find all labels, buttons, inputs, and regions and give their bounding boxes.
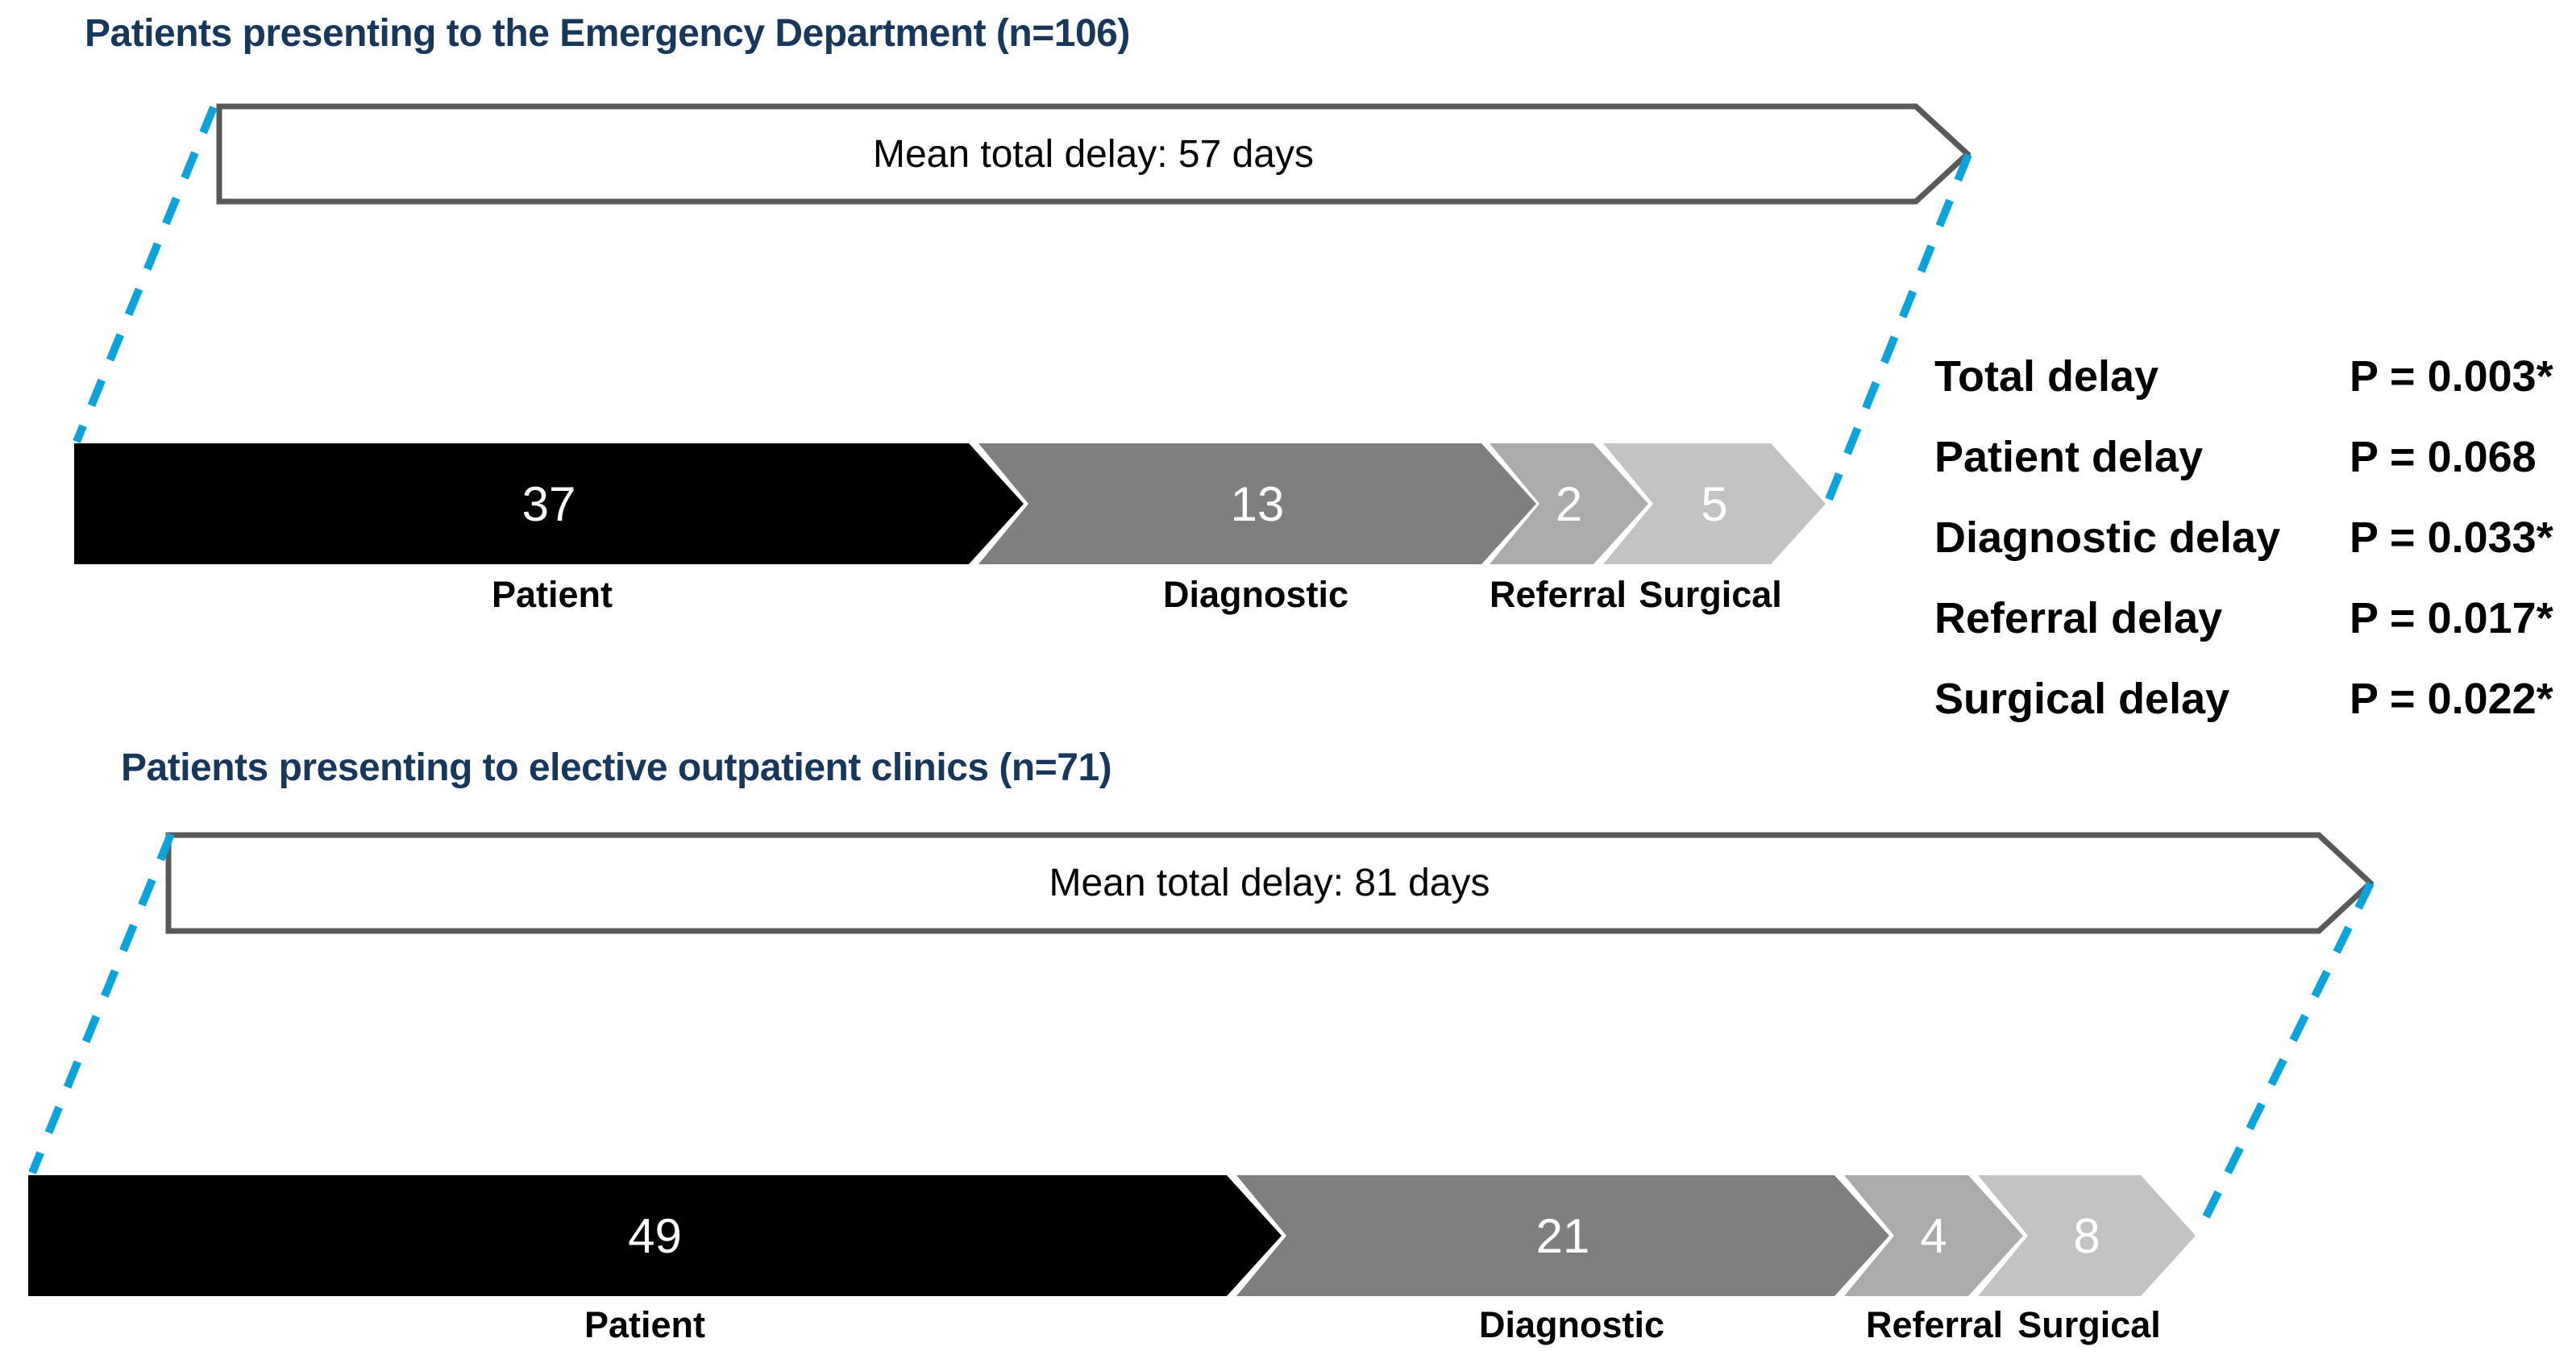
p-row-referral-label: Referral delay [1934, 594, 2223, 642]
section-1-total-delay-banner: Mean total delay: 57 days [216, 103, 1971, 205]
dashed-line-section2-left [28, 833, 175, 1174]
bar2-segment-patient: 49 [28, 1175, 1282, 1296]
dashed-line-section2-right [2195, 881, 2374, 1234]
section-1-banner-label: Mean total delay: 57 days [872, 132, 1314, 176]
bar2-label-diagnostic: Diagnostic [1478, 1304, 1665, 1345]
p-row-patient-label: Patient delay [1934, 433, 2204, 481]
section-2-total-delay-banner: Mean total delay: 81 days [165, 832, 2374, 934]
p-row-total-value: P = 0.003* [2350, 352, 2553, 401]
p-row-patient-value: P = 0.068 [2350, 433, 2537, 481]
bar2-referral-value: 4 [1920, 1208, 1947, 1263]
p-row-diagnostic-value: P = 0.033* [2350, 513, 2553, 562]
bar2-label-surgical: Surgical [2017, 1304, 2161, 1345]
section-1-title: Patients presenting to the Emergency Dep… [85, 12, 1130, 55]
p-row-diagnostic-label: Diagnostic delay [1934, 513, 2281, 562]
bar2-patient-value: 49 [628, 1208, 682, 1263]
bar1-patient-value: 37 [521, 476, 576, 531]
bar1-diagnostic-value: 13 [1230, 476, 1285, 531]
bar1-label-patient: Patient [491, 574, 613, 615]
p-row-surgical-value: P = 0.022* [2350, 675, 2553, 723]
bar2-surgical-value: 8 [2073, 1208, 2100, 1263]
bar2-diagnostic-value: 21 [1535, 1208, 1590, 1263]
p-row-surgical-label: Surgical delay [1934, 675, 2230, 723]
p-row-referral-value: P = 0.017* [2350, 594, 2553, 642]
bar2-label-referral: Referral [1865, 1304, 2004, 1345]
bar2-label-patient: Patient [584, 1304, 706, 1345]
bar2-segment-diagnostic: 21 [1236, 1175, 1889, 1296]
bar1-referral-value: 2 [1555, 476, 1583, 531]
section-2-banner-label: Mean total delay: 81 days [1049, 862, 1490, 904]
p-row-total-label: Total delay [1934, 352, 2159, 401]
bar1-segment-patient: 37 [74, 443, 1024, 564]
bar1-label-referral: Referral [1489, 574, 1627, 615]
bar1-label-surgical: Surgical [1639, 574, 1782, 615]
bar1-segment-diagnostic: 13 [978, 443, 1536, 564]
bar1-surgical-value: 5 [1701, 476, 1728, 531]
bar1-label-diagnostic: Diagnostic [1162, 574, 1349, 615]
dashed-line-section1-left [73, 106, 218, 443]
section-2-title: Patients presenting to elective outpatie… [121, 746, 1112, 789]
